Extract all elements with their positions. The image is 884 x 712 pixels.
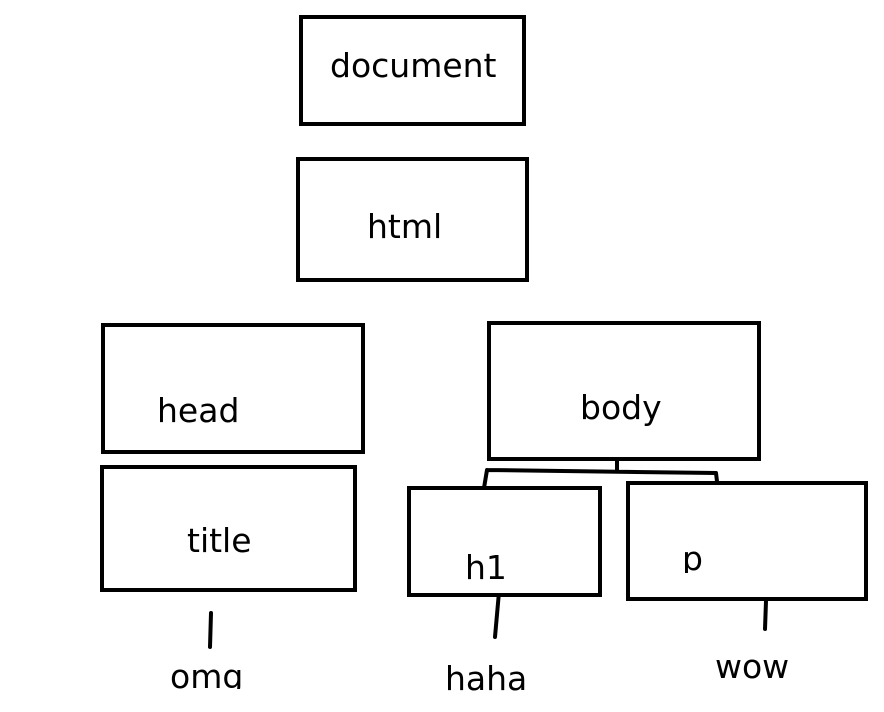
connector-title-omg: [208, 611, 213, 649]
leaf-omg-clip: omg: [168, 656, 248, 689]
node-p: [626, 481, 868, 601]
node-p-label: p: [682, 541, 703, 573]
node-head-label: head: [157, 391, 240, 430]
node-body: [487, 321, 761, 461]
node-h1: [407, 486, 602, 597]
node-head: [101, 323, 365, 454]
node-html-label: html: [367, 207, 443, 246]
node-title: [100, 465, 357, 592]
node-title-label: title: [187, 521, 252, 560]
leaf-haha: haha: [445, 659, 528, 698]
node-document: [299, 15, 526, 126]
node-h1-label: h1: [465, 548, 507, 587]
leaf-wow: wow: [715, 647, 790, 686]
node-body-label: body: [580, 388, 662, 427]
node-html: [296, 157, 529, 282]
leaf-omg: omg: [170, 657, 244, 689]
node-document-label: document: [330, 46, 497, 85]
connector-h1-haha: [493, 590, 501, 639]
connector-p-wow: [763, 599, 768, 631]
node-p-label-clip: p: [682, 541, 712, 573]
connector-body-children: [482, 453, 720, 492]
